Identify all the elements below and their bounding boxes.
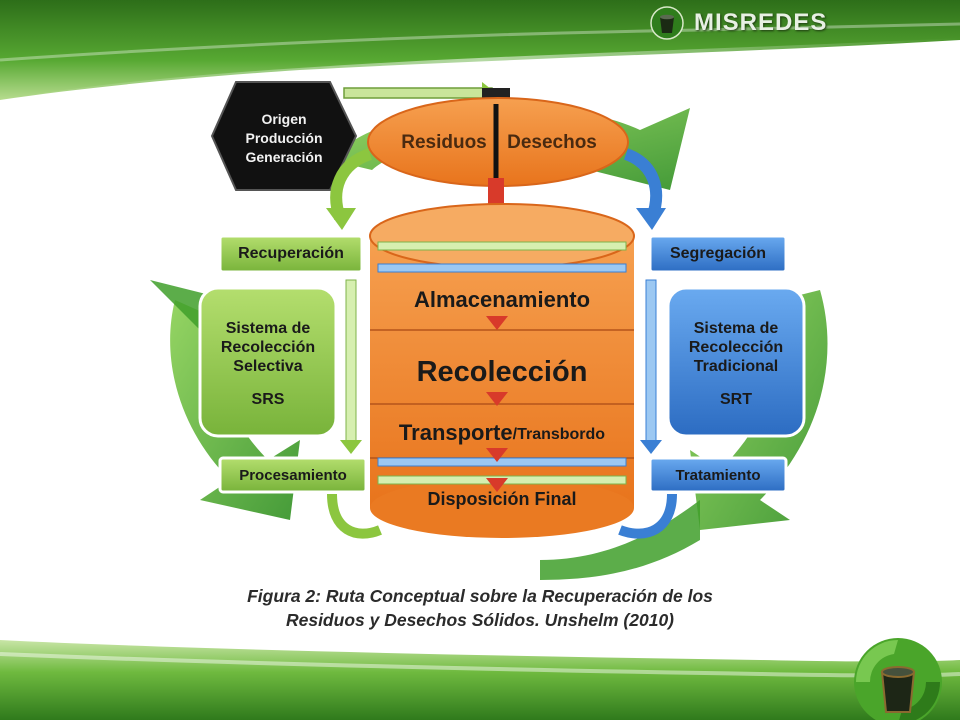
srt-line-3: Tradicional [693, 358, 779, 375]
label-procesamiento: Procesamiento [239, 466, 347, 484]
label-almacenamiento: Almacenamiento [413, 287, 591, 312]
box-procesamiento [218, 456, 368, 494]
return-arrow-right-icon [618, 493, 677, 539]
bottom-banner [0, 640, 960, 720]
recycle-logo-icon [854, 638, 942, 720]
origin-line-3: Generación [245, 148, 323, 165]
label-tratamiento: Tratamiento [675, 466, 761, 484]
srs-line-1: Sistema de [225, 320, 311, 337]
transbordo-text: /Transbordo [512, 426, 606, 443]
srs-code: SRS [251, 391, 285, 408]
side-arrows-icon [340, 279, 662, 454]
brand-name: MISREDES [694, 9, 828, 36]
box-tratamiento [648, 456, 788, 494]
box-srt [666, 286, 806, 438]
origin-line-1: Origen [261, 110, 307, 127]
brand-header: MISREDES [650, 6, 827, 40]
srt-line-1: Sistema de [693, 320, 779, 337]
arrow-head-left-icon [326, 208, 356, 230]
srt-line-2: Recolección [688, 339, 784, 356]
arrow-head-right-icon [636, 208, 666, 230]
recovery-route-diagram [150, 81, 828, 580]
label-srs: Sistema de Recolección Selectiva SRS [202, 296, 334, 432]
top-banner [0, 0, 960, 100]
origin-labels: Origen Producción Generación [236, 96, 332, 180]
label-segregacion: Segregación [669, 245, 767, 262]
stage-arrows-icon [486, 316, 508, 492]
box-segregacion [648, 234, 788, 274]
label-recoleccion: Recolección [416, 355, 588, 388]
origin-line-2: Producción [245, 129, 323, 146]
recycle-bin-icon [650, 6, 684, 40]
box-srs [198, 286, 338, 438]
label-srt: Sistema de Recolección Tradicional SRT [670, 296, 802, 432]
box-recuperacion [218, 234, 364, 274]
origin-hexagon [210, 81, 358, 191]
label-transporte: Transporte /Transbordo [372, 416, 632, 450]
label-desechos: Desechos [507, 132, 597, 153]
label-disposicion-final: Disposición Final [427, 488, 577, 509]
srs-line-3: Selectiva [233, 358, 303, 375]
label-residuos: Residuos [401, 132, 487, 153]
figure-caption: Figura 2: Ruta Conceptual sobre la Recup… [160, 584, 800, 632]
caption-line-1: Figura 2: Ruta Conceptual sobre la Recup… [247, 586, 713, 606]
caption-line-2: Residuos y Desechos Sólidos. Unshelm (20… [285, 610, 675, 630]
srt-code: SRT [720, 391, 752, 408]
srs-line-2: Recolección [220, 339, 316, 356]
horizontal-arrows-top [377, 241, 627, 273]
return-arrow-left-icon [327, 493, 382, 539]
transporte-text: Transporte [398, 420, 513, 445]
label-recuperacion: Recuperación [238, 245, 344, 262]
